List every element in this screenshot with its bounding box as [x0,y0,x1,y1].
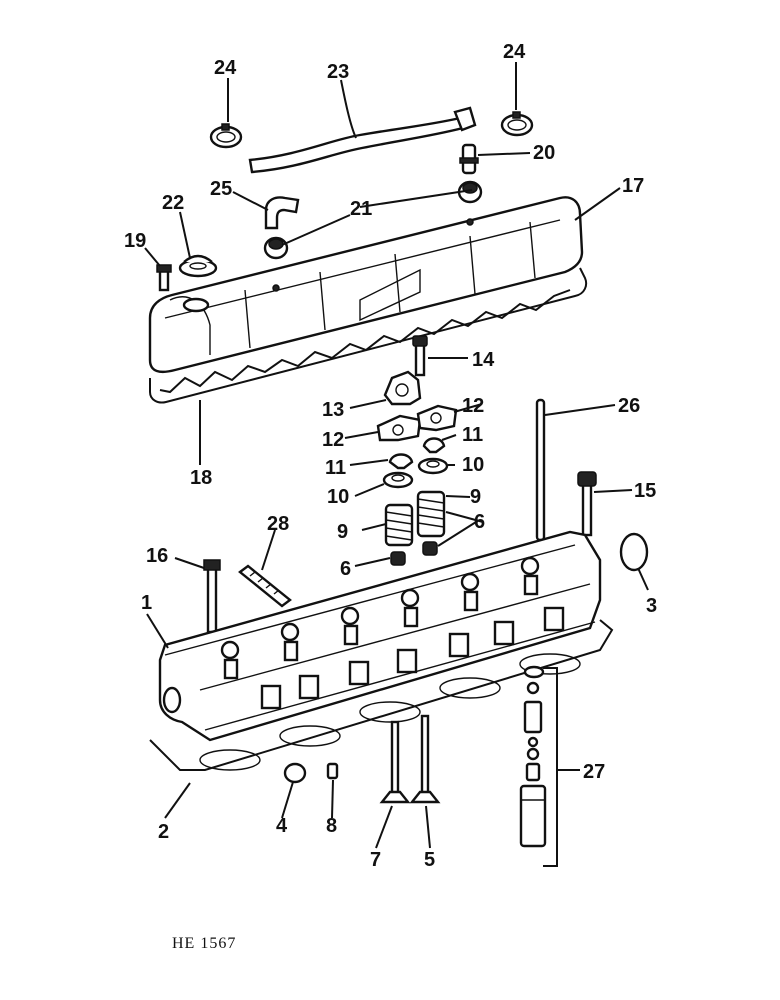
callout-12a: 12 [322,429,344,451]
valve-seal-left [390,551,406,566]
callout-labels: 1 2 3 4 5 6 6 7 8 9 9 10 10 11 11 12 12 … [124,41,657,871]
dowel-pin [326,762,339,780]
rocker-stud [238,564,292,608]
valve-spring-left [384,503,414,547]
callout-23: 23 [327,61,349,83]
callout-15: 15 [634,480,656,502]
rocker-shaft-bolt [412,335,428,377]
callout-16: 16 [146,545,168,567]
callout-20: 20 [533,142,555,164]
callout-2: 2 [158,821,169,843]
callout-28: 28 [267,513,289,535]
hydraulic-lifter-assembly [519,665,547,848]
oil-filler-cap [178,254,218,278]
hose-clamp-left [209,123,243,149]
callout-6b: 6 [474,511,485,533]
rocker-arm-right [416,404,458,432]
elbow-fitting [264,196,300,230]
rocker-arm-left [376,414,422,442]
callout-13: 13 [322,399,344,421]
callout-7: 7 [370,849,381,871]
valve-spring-right [416,490,446,538]
breather-hose [248,106,477,174]
expansion-plug [619,532,649,572]
breather-tube-fitting [459,143,479,175]
valve-rocker-cover [148,196,584,374]
cylinder-head-gasket [149,619,614,771]
spring-retainer-right [417,457,449,475]
hose-clamp-right [500,111,534,137]
callout-18: 18 [190,467,212,489]
callout-19: 19 [124,230,146,252]
callout-26: 26 [618,395,640,417]
callout-24a: 24 [214,57,237,79]
callout-9a: 9 [337,521,348,543]
leader-lines [144,62,649,849]
valve-cover-gasket [149,267,588,404]
callout-9b: 9 [470,486,481,508]
callout-24b: 24 [503,41,526,63]
valve-spring-retainer-key-left [388,453,414,470]
valve-spring-retainer-key-right [422,437,446,454]
cover-bolt-small [156,264,172,292]
spring-retainer-left [382,471,414,489]
figure-code: HE 1567 [172,935,236,952]
callout-14: 14 [472,349,495,371]
callout-3: 3 [646,595,657,617]
callout-4: 4 [276,815,288,837]
push-rod [535,398,546,542]
valve-seal-right [422,541,438,556]
grommet-left [263,236,289,260]
valve-insert [283,762,307,784]
callout-10a: 10 [327,486,349,508]
callout-6a: 6 [340,558,351,580]
callout-11a: 11 [325,457,346,479]
rocker-shaft-support [383,370,422,406]
callout-11b: 11 [462,424,483,446]
callout-10b: 10 [462,454,484,476]
callout-27: 27 [583,761,605,783]
callout-21: 21 [350,198,372,220]
callout-12b: 12 [462,395,484,417]
callout-17: 17 [622,175,644,197]
callout-5: 5 [424,849,435,871]
exhaust-valve [409,714,441,804]
callout-22: 22 [162,192,184,214]
stud-bolt [203,559,221,634]
head-bolt [577,471,597,537]
intake-valve [379,720,411,804]
callout-25: 25 [210,178,232,200]
cylinder-head [158,530,602,742]
lifter-bracket [543,667,558,867]
callout-1: 1 [141,592,152,614]
callout-8: 8 [326,815,337,837]
